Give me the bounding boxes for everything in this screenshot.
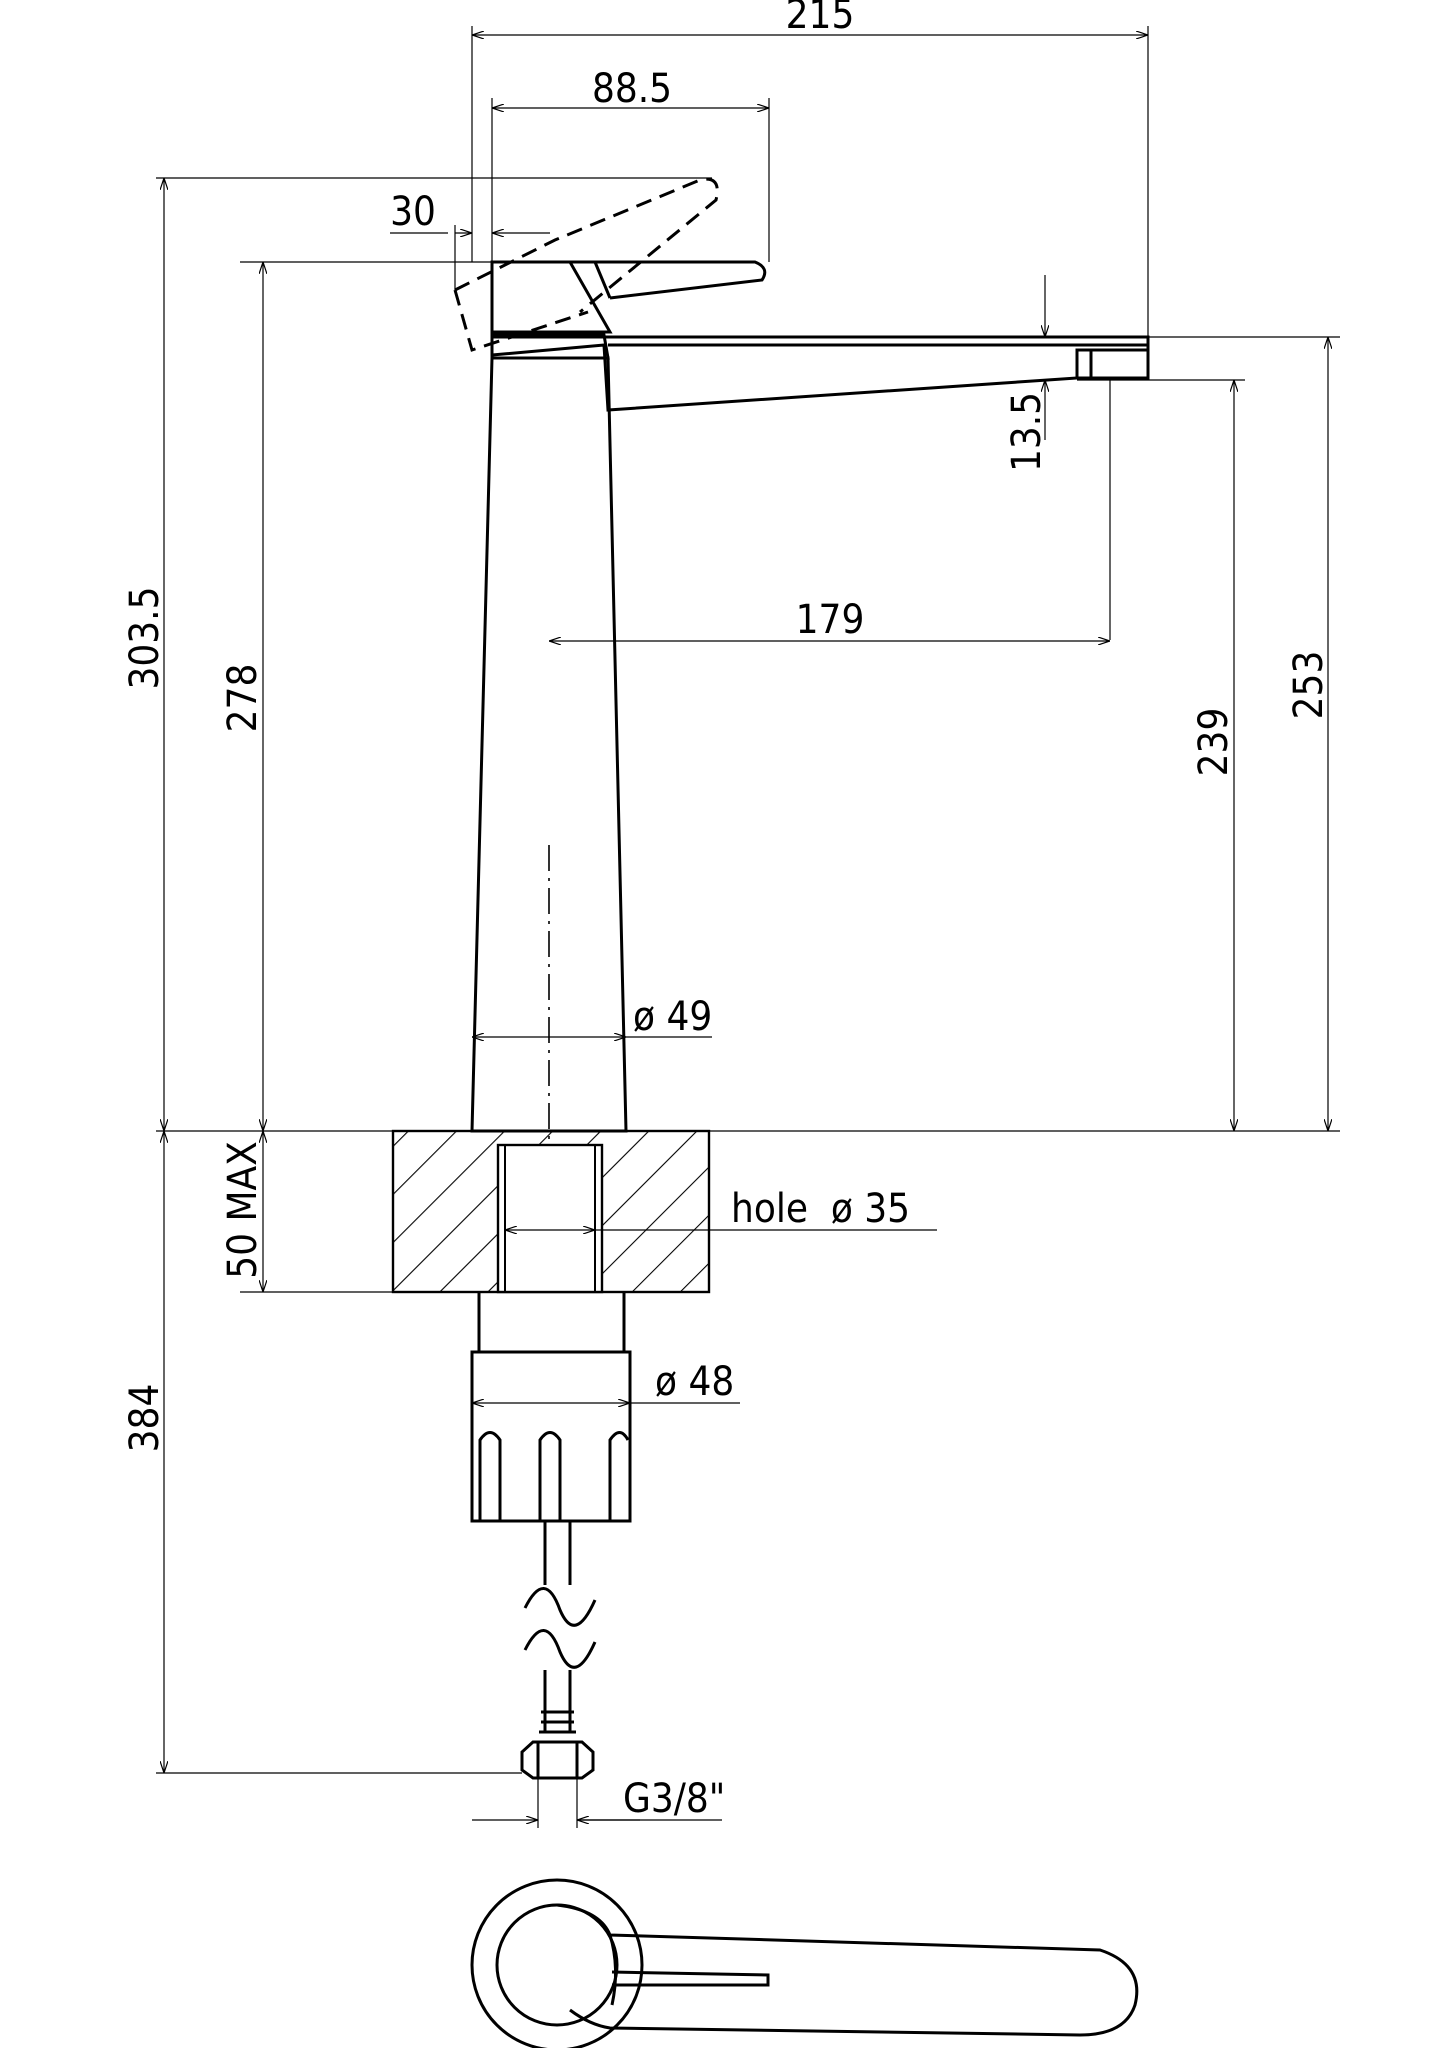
mounting-nut: [470, 1292, 632, 1523]
dim-handle-reach: 88.5: [592, 66, 672, 112]
dimension-labels: 215 88.5 30 179 13.5 303.5 278 239 253 ø…: [122, 0, 1332, 1822]
faucet-body: [470, 356, 628, 1133]
deck-hole: [496, 1143, 604, 1294]
dim-lever-angle: 30: [390, 189, 436, 235]
dim-body-diameter: ø 49: [633, 994, 712, 1040]
aerator: [1075, 348, 1150, 380]
dimension-lines: [156, 26, 1340, 1828]
lever-closed: [570, 260, 767, 300]
dim-nut-diameter: ø 48: [655, 1359, 734, 1405]
supply-hose: [523, 1521, 597, 1734]
body-collar: [490, 333, 610, 360]
dim-total-height: 303.5: [122, 587, 168, 690]
dim-max-deck-thickness: 50 MAX: [220, 1141, 266, 1279]
hose-nut: [520, 1740, 595, 1780]
dim-outlet-height: 239: [1191, 708, 1237, 777]
dim-spout-thickness: 13.5: [1004, 392, 1050, 472]
lever-top-view: [556, 1903, 1139, 2037]
dim-body-height: 278: [220, 664, 266, 733]
dim-hose-thread: G3/8": [623, 1776, 725, 1822]
lever-open-dashed: [454, 177, 719, 314]
deck-section: [391, 1129, 711, 1294]
dim-deck-hole: hole ø 35: [731, 1186, 910, 1232]
dim-spout-reach: 179: [796, 597, 865, 643]
cartridge-head: [490, 260, 613, 334]
faucet-top-view: [470, 1878, 1139, 2048]
faucet-front-view: [391, 177, 1150, 1780]
dim-overall-width: 215: [786, 0, 855, 38]
dim-spout-top-height: 253: [1286, 651, 1332, 720]
dim-hose-length: 384: [122, 1384, 168, 1453]
